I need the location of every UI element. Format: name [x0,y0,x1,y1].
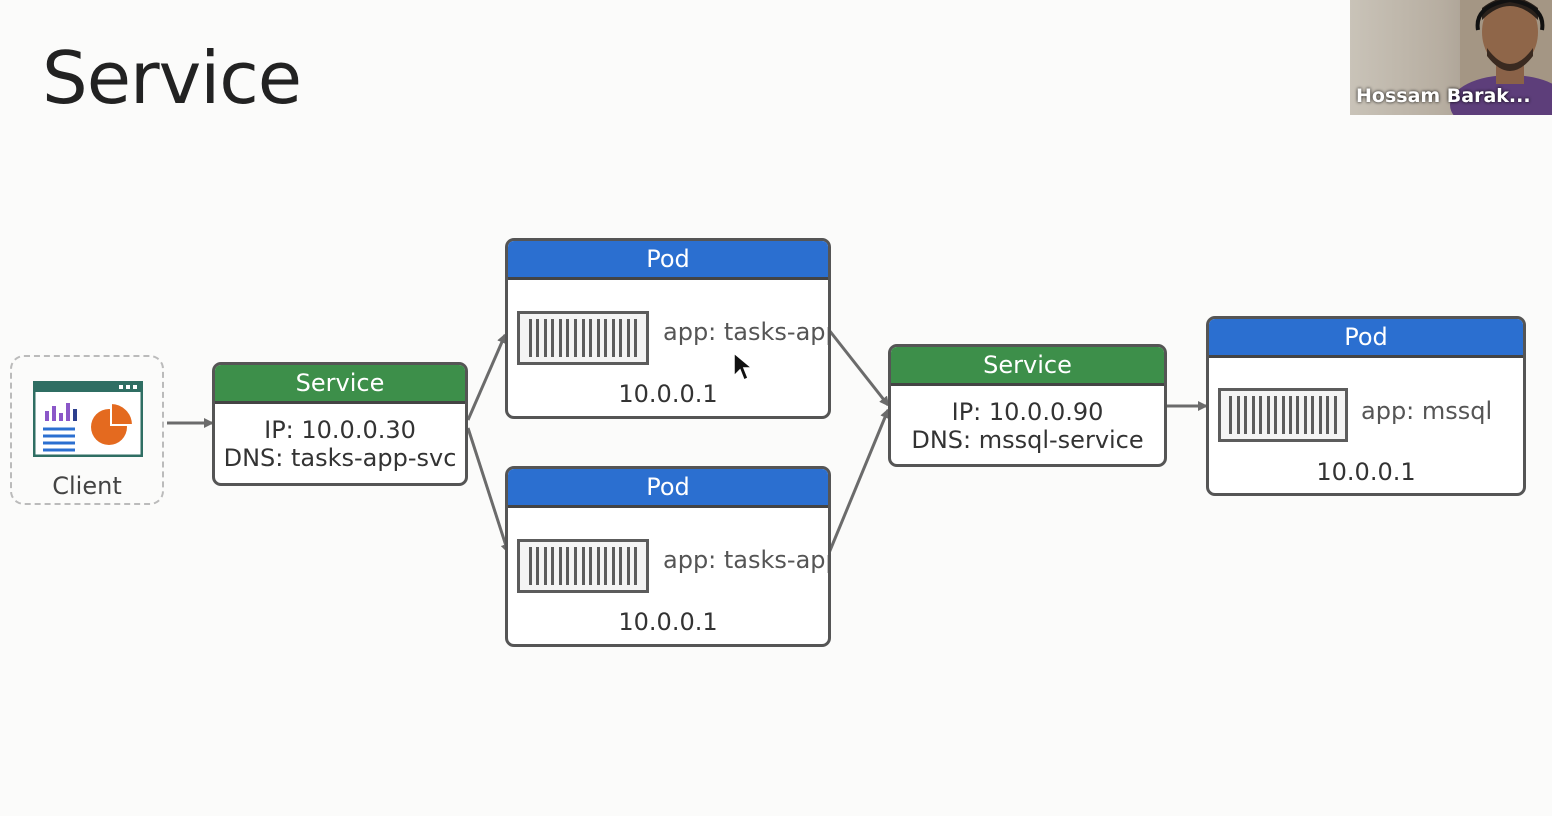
service-header: Service [891,347,1164,386]
service-header: Service [215,365,465,404]
pod-ip: 10.0.0.1 [618,608,718,636]
pod-header: Pod [508,469,828,508]
arrow-service-to-pod-top [466,333,507,421]
container-icon [517,539,649,593]
pod-header: Pod [1209,319,1523,358]
arrow-service-to-pod-bottom [466,427,511,554]
pod-tasks-app-2: Pod app: tasks-app 10.0.0.1 [505,466,831,647]
client-node: Client [10,355,164,505]
participant-avatar [1450,0,1552,115]
pod-mssql: Pod app: mssql 10.0.0.1 [1206,316,1526,496]
participant-name: Hossam Barak... [1356,85,1531,107]
pod-ip: 10.0.0.1 [618,380,718,408]
service-dns: DNS: tasks-app-svc [223,444,457,472]
arrow-pod-bottom-to-service-db [827,408,890,554]
arrow-pod-top-to-service-db [827,329,890,407]
service-ip: IP: 10.0.0.90 [951,398,1104,426]
pod-app-label: app: tasks-app [663,318,831,346]
container-icon [517,311,649,365]
pod-app-label: app: mssql [1361,397,1493,425]
pod-tasks-app-1: Pod app: tasks-app 10.0.0.1 [505,238,831,419]
dashboard-window-icon [33,381,143,457]
slide-title: Service [42,36,302,120]
mouse-pointer-icon [733,352,753,382]
service-ip: IP: 10.0.0.30 [264,416,416,444]
client-label: Client [52,472,122,500]
container-icon [1218,388,1348,442]
service-dns: DNS: mssql-service [911,426,1144,454]
service-tasks-app: Service IP: 10.0.0.30 DNS: tasks-app-svc [212,362,468,486]
service-mssql: Service IP: 10.0.0.90 DNS: mssql-service [888,344,1167,467]
pod-ip: 10.0.0.1 [1316,458,1416,486]
participant-video[interactable]: Hossam Barak... [1350,0,1552,115]
pod-header: Pod [508,241,828,280]
pod-app-label: app: tasks-app [663,546,831,574]
